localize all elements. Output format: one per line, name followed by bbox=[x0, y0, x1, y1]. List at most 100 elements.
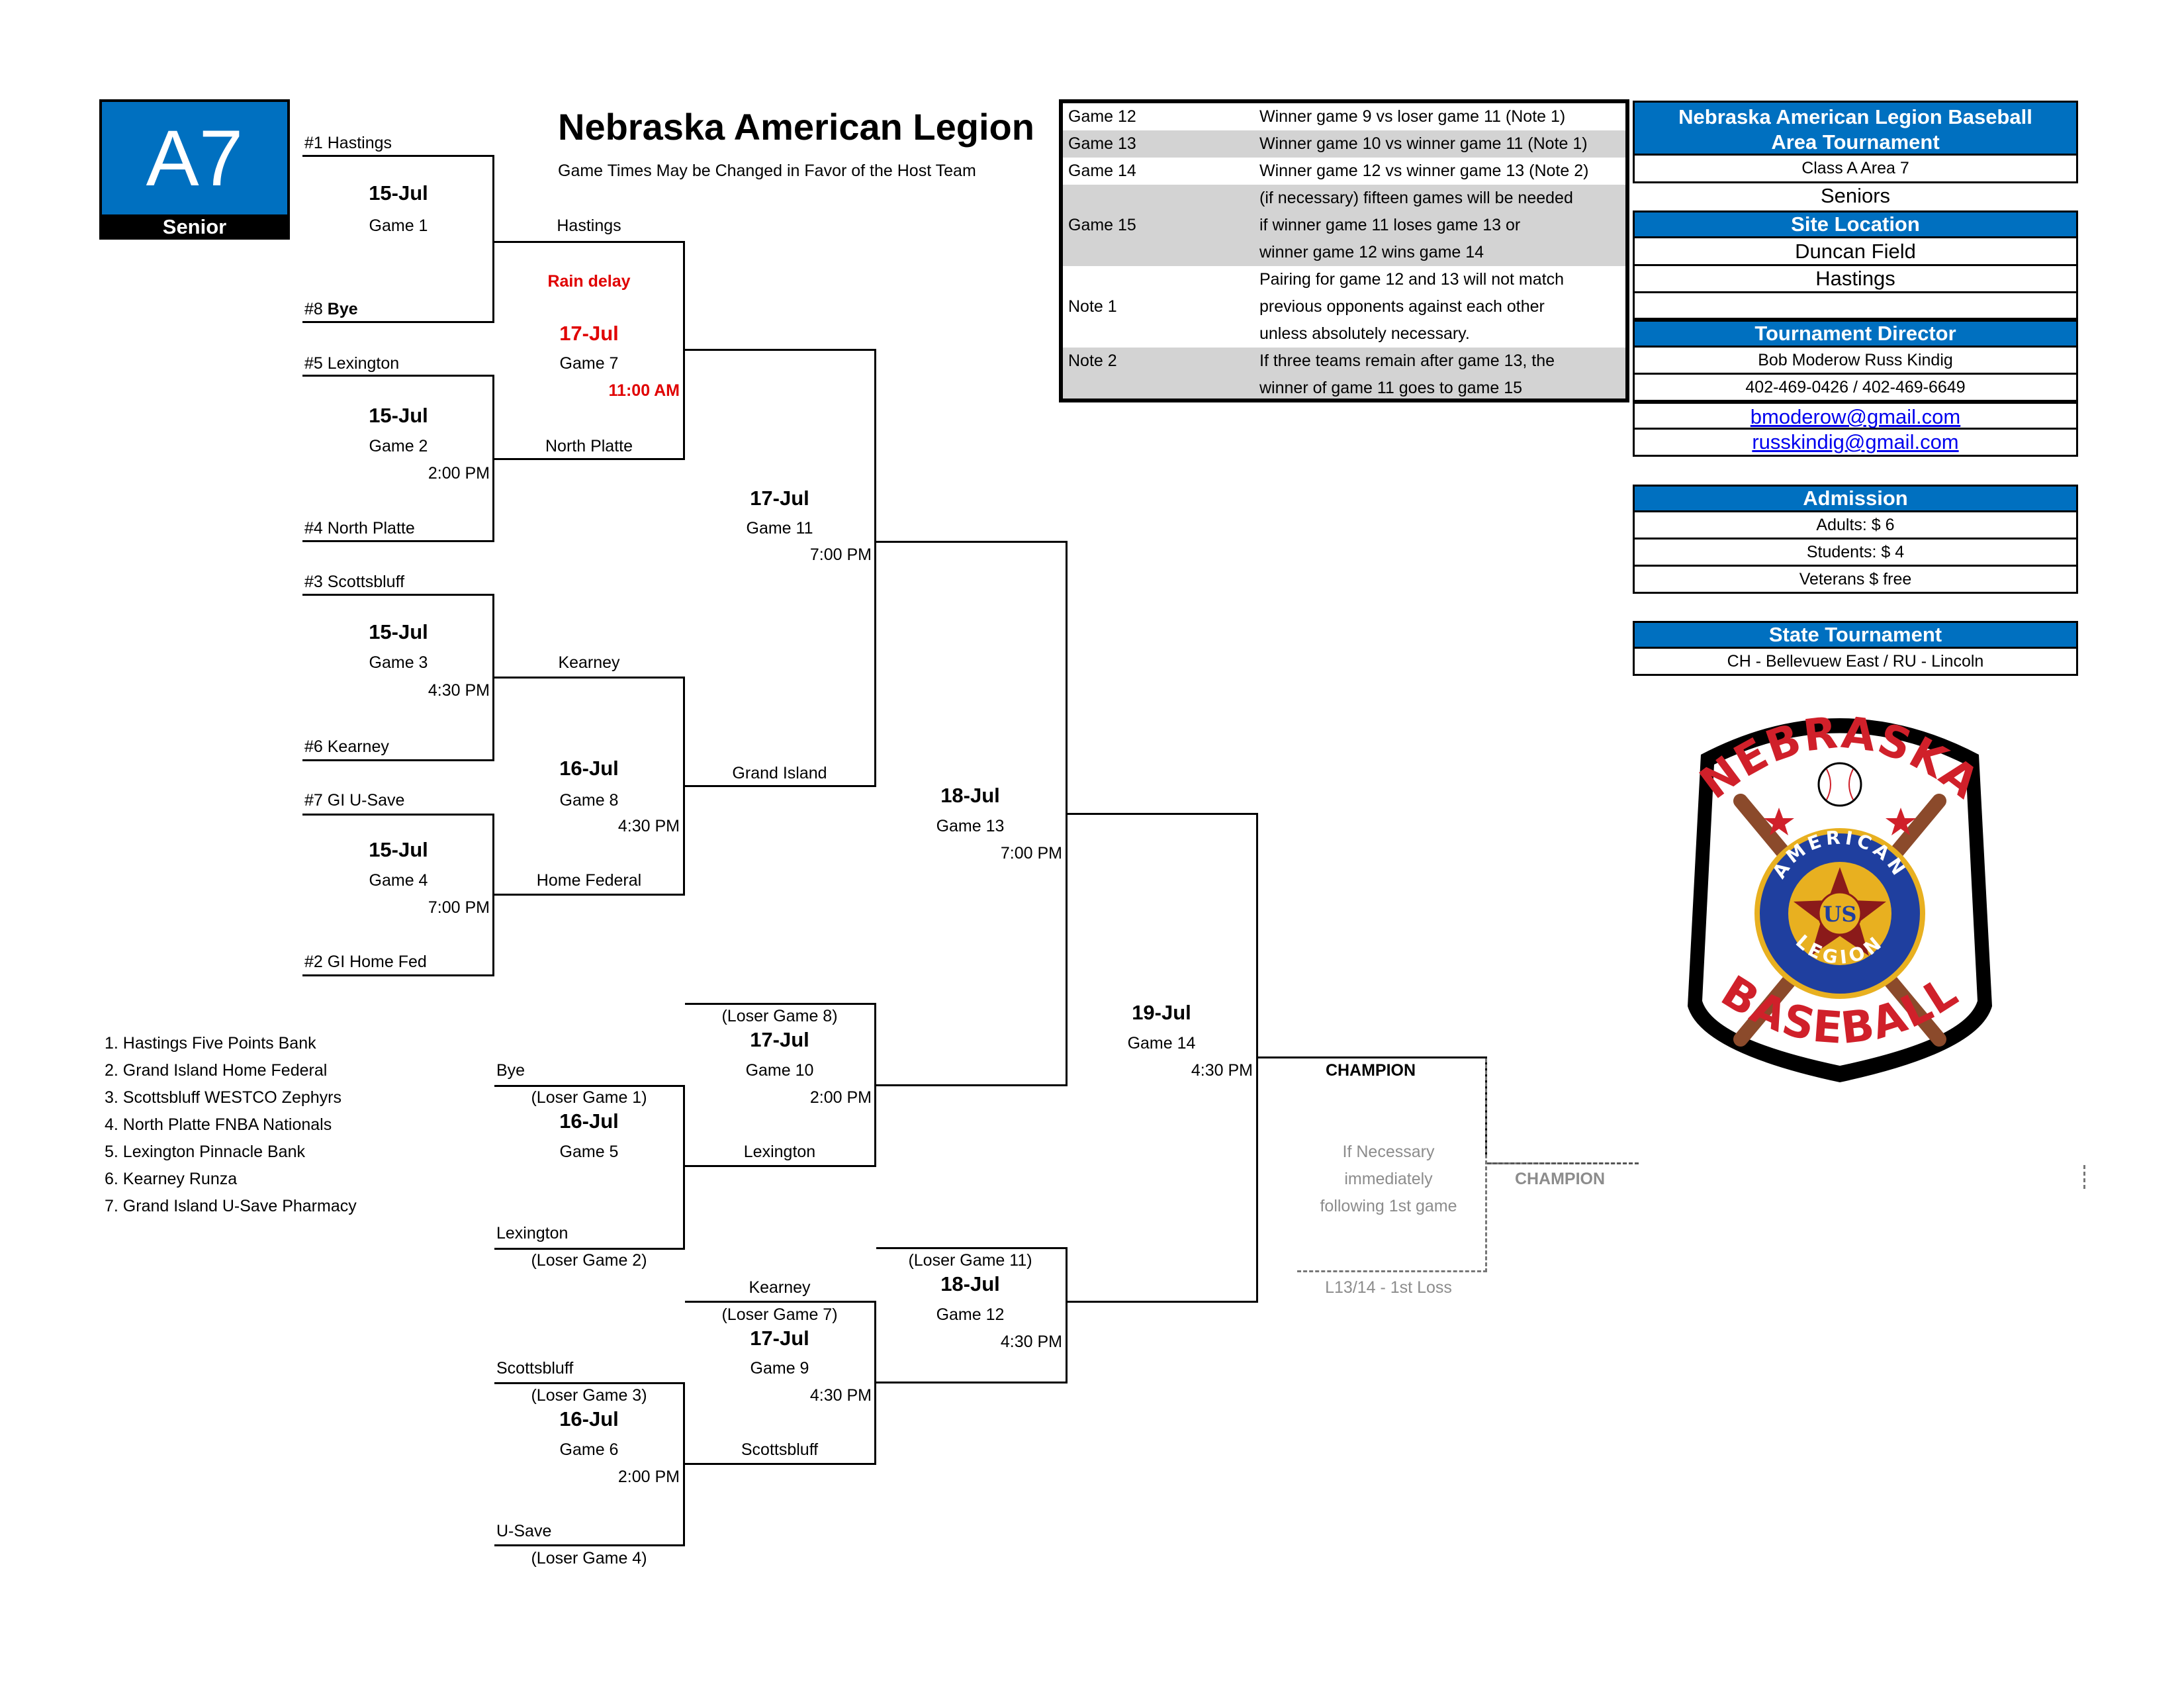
game10-time: 2:00 PM bbox=[809, 1088, 872, 1107]
seed-2: #2 GI Home Fed bbox=[304, 953, 427, 971]
sponsor-item: 2. Grand Island Home Federal bbox=[105, 1061, 328, 1080]
game13-label: Game 13 bbox=[936, 817, 1005, 835]
game9-label: Game 9 bbox=[750, 1359, 809, 1378]
loser-game2: (Loser Game 2) bbox=[531, 1251, 647, 1270]
site-location-header: Site Location bbox=[1633, 211, 2078, 238]
lexington-entry: Lexington bbox=[496, 1224, 569, 1243]
loser-game1: (Loser Game 1) bbox=[531, 1088, 647, 1107]
game5-label: Game 5 bbox=[559, 1143, 619, 1161]
seed-4: #4 North Platte bbox=[304, 519, 415, 538]
seed-3: #3 Scottsbluff bbox=[304, 573, 405, 591]
director-email-1[interactable]: bmoderow@gmail.com bbox=[1633, 402, 2078, 430]
page-title: Nebraska American Legion bbox=[558, 106, 1034, 148]
usave-entry: U-Save bbox=[496, 1522, 552, 1540]
director-names: Bob Moderow Russ Kindig bbox=[1633, 348, 2078, 375]
loser-game7: (Loser Game 7) bbox=[721, 1305, 838, 1324]
game9-time: 4:30 PM bbox=[809, 1386, 872, 1405]
kearney-entry: Kearney bbox=[749, 1278, 811, 1297]
svg-text:US: US bbox=[1823, 902, 1856, 927]
seed-7: #7 GI U-Save bbox=[304, 791, 405, 810]
info-class: Class A Area 7 bbox=[1633, 156, 2078, 183]
game7-label: Game 7 bbox=[559, 354, 619, 373]
area-badge: A7 Senior bbox=[99, 99, 290, 240]
sponsor-item: 1. Hastings Five Points Bank bbox=[105, 1034, 316, 1053]
admission-header: Admission bbox=[1633, 485, 2078, 512]
director-phones: 402-469-0426 / 402-469-6649 bbox=[1633, 375, 2078, 402]
table-row: Game 14 Winner game 12 vs winner game 13… bbox=[1068, 162, 1589, 180]
state-tournament-header: State Tournament bbox=[1633, 621, 2078, 649]
first-loss-label: L13/14 - 1st Loss bbox=[1325, 1278, 1452, 1297]
game2-label: Game 2 bbox=[369, 437, 428, 455]
seed-1: #1 Hastings bbox=[304, 134, 392, 152]
loser-game3: (Loser Game 3) bbox=[531, 1386, 647, 1405]
director-email-2[interactable]: russkindig@gmail.com bbox=[1633, 430, 2078, 457]
game9-date: 17-Jul bbox=[750, 1327, 809, 1350]
game4-date: 15-Jul bbox=[369, 838, 428, 861]
game13-date: 18-Jul bbox=[940, 784, 1000, 807]
game1-date: 15-Jul bbox=[369, 181, 428, 205]
game5-date: 16-Jul bbox=[559, 1109, 619, 1133]
info-title: Nebraska American Legion Baseball Area T… bbox=[1633, 101, 2078, 156]
sponsor-item: 4. North Platte FNBA Nationals bbox=[105, 1115, 332, 1134]
table-row: Note 2 If three teams remain after game … bbox=[1063, 348, 1625, 399]
sponsor-item: 3. Scottsbluff WESTCO Zephyrs bbox=[105, 1088, 341, 1107]
game6-label: Game 6 bbox=[559, 1440, 619, 1459]
bye-entry: Bye bbox=[496, 1061, 525, 1080]
game10-date: 17-Jul bbox=[750, 1028, 809, 1051]
game2-winner: North Platte bbox=[545, 437, 633, 455]
american-legion-baseball-logo-icon: US AMERICAN LEGION NEBRASKA BASEBALL bbox=[1688, 707, 1992, 1082]
director-header: Tournament Director bbox=[1633, 320, 2078, 348]
game7-date: 17-Jul bbox=[559, 322, 619, 345]
seed-8: #8 Bye bbox=[304, 300, 358, 318]
site-name: Duncan Field bbox=[1633, 238, 2078, 266]
site-city: Hastings bbox=[1633, 266, 2078, 293]
champion-label: CHAMPION bbox=[1325, 1061, 1416, 1080]
game2-time: 2:00 PM bbox=[428, 464, 490, 483]
seed-5: #5 Lexington bbox=[304, 354, 400, 373]
game8-winner: Grand Island bbox=[732, 764, 827, 782]
game1-label: Game 1 bbox=[369, 216, 428, 235]
loser-game8: (Loser Game 8) bbox=[721, 1007, 838, 1025]
game14-date: 19-Jul bbox=[1132, 1001, 1191, 1024]
scottsbluff-entry: Scottsbluff bbox=[496, 1359, 574, 1378]
sponsor-item: 5. Lexington Pinnacle Bank bbox=[105, 1143, 305, 1161]
game10-label: Game 10 bbox=[745, 1061, 814, 1080]
game13-time: 7:00 PM bbox=[1000, 844, 1062, 863]
game12-time: 4:30 PM bbox=[1000, 1333, 1062, 1351]
game3-time: 4:30 PM bbox=[428, 681, 490, 700]
info-level: Seniors bbox=[1820, 184, 1891, 207]
game3-label: Game 3 bbox=[369, 653, 428, 672]
badge-code: A7 bbox=[102, 102, 287, 214]
game6-winner: Scottsbluff bbox=[741, 1440, 819, 1459]
if-necessary-line3: following 1st game bbox=[1320, 1197, 1457, 1215]
game14-label: Game 14 bbox=[1127, 1034, 1196, 1053]
rain-delay-note: Rain delay bbox=[547, 272, 631, 291]
game8-label: Game 8 bbox=[559, 791, 619, 810]
game11-label: Game 11 bbox=[746, 519, 813, 538]
if-necessary-champion: CHAMPION bbox=[1514, 1170, 1606, 1188]
game2-date: 15-Jul bbox=[369, 404, 428, 427]
table-row: Game 13 Winner game 10 vs winner game 11… bbox=[1063, 130, 1625, 158]
loser-game11: (Loser Game 11) bbox=[908, 1251, 1032, 1270]
sponsor-item: 6. Kearney Runza bbox=[105, 1170, 238, 1188]
game4-time: 7:00 PM bbox=[428, 898, 490, 917]
game12-label: Game 12 bbox=[936, 1305, 1005, 1324]
game8-time: 4:30 PM bbox=[617, 817, 680, 835]
badge-level: Senior bbox=[162, 215, 227, 238]
game7-time: 11:00 AM bbox=[608, 381, 680, 400]
game3-winner: Kearney bbox=[558, 653, 620, 672]
game14-time: 4:30 PM bbox=[1191, 1061, 1253, 1080]
schedule-notes-table: Game 12 Winner game 9 vs loser game 11 (… bbox=[1059, 99, 1629, 402]
info-spacer bbox=[1633, 293, 2078, 320]
loser-game4: (Loser Game 4) bbox=[531, 1549, 647, 1568]
game8-date: 16-Jul bbox=[559, 757, 619, 780]
game3-date: 15-Jul bbox=[369, 620, 428, 643]
if-necessary-line1: If Necessary bbox=[1342, 1143, 1435, 1161]
game6-time: 2:00 PM bbox=[617, 1468, 680, 1486]
admission-students: Students: $ 4 bbox=[1633, 539, 2078, 567]
admission-adults: Adults: $ 6 bbox=[1633, 512, 2078, 539]
page-subtitle: Game Times May be Changed in Favor of th… bbox=[558, 162, 976, 180]
game11-time: 7:00 PM bbox=[809, 545, 872, 564]
table-row: Note 1 Pairing for game 12 and 13 will n… bbox=[1068, 270, 1564, 343]
game4-winner: Home Federal bbox=[536, 871, 642, 890]
